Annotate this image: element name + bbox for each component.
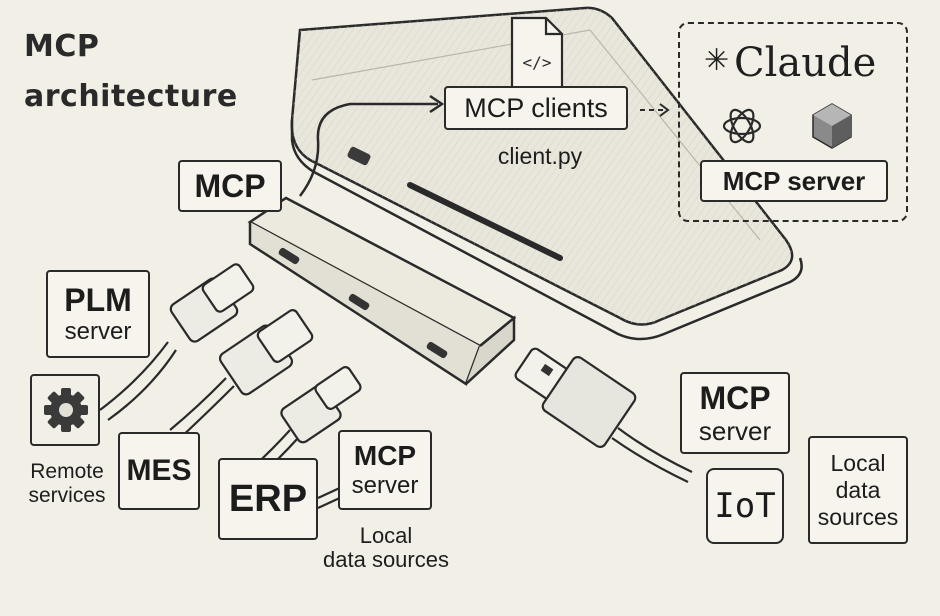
remote-services-line-1: Remote — [30, 460, 104, 483]
left-local-data-sources: Local data sources — [306, 524, 466, 572]
right-mcp-server-line-1: MCP — [699, 380, 771, 416]
mcp-hub-label: MCP — [194, 167, 266, 204]
remote-services-icon-box — [30, 374, 100, 446]
plm-label: PLM — [64, 282, 132, 318]
left-mcp-server-line-2: server — [351, 472, 419, 499]
right-mcp-server-line-2: server — [698, 416, 772, 446]
erp-box: ERP — [218, 458, 318, 540]
remote-services-line-2: services — [28, 484, 106, 507]
iot-label: IoT — [714, 486, 776, 526]
plm-server-box: PLM server — [46, 270, 150, 358]
client-filename: client.py — [497, 143, 583, 169]
right-local-data-sources-box: Local data sources — [808, 436, 908, 544]
mcp-clients-box: MCP clients — [444, 86, 628, 130]
left-local-line-1: Local — [359, 523, 413, 548]
diagram-title: MCP architecture — [24, 30, 238, 114]
right-local-line-3: sources — [817, 503, 899, 530]
hexagon-cube-icon — [812, 103, 852, 149]
mcp-hub-box: MCP — [178, 160, 282, 212]
title-line-1: MCP — [24, 29, 100, 64]
right-plug — [514, 347, 693, 483]
erp-label: ERP — [228, 477, 308, 520]
hosts-group — [678, 22, 908, 222]
claude-logo-text: Claude — [734, 40, 877, 86]
claude-star-icon: ✳ — [704, 43, 730, 78]
usb-hub-illustration — [247, 94, 517, 386]
remote-services-label: Remote services — [12, 460, 122, 508]
openai-logo-icon — [722, 108, 762, 144]
mes-label: MES — [126, 454, 192, 487]
laptop-illustration — [290, 6, 803, 341]
code-file-icon: </> — [510, 16, 564, 90]
right-mcp-server-box: MCP server — [680, 372, 790, 454]
title-line-2: architecture — [24, 79, 238, 114]
right-local-line-1: Local — [830, 449, 886, 476]
plm-sub-label: server — [64, 318, 132, 345]
host-mcp-server-label: MCP server — [722, 165, 866, 196]
host-mcp-server-box: MCP server — [700, 160, 888, 202]
right-local-line-2: data — [835, 476, 881, 503]
left-plugs — [99, 263, 362, 509]
left-mcp-server-box: MCP server — [338, 430, 432, 510]
svg-text:</>: </> — [523, 53, 552, 72]
mcp-clients-label: MCP clients — [464, 92, 608, 123]
left-mcp-server-line-1: MCP — [353, 440, 417, 471]
gear-icon — [44, 388, 88, 432]
left-local-line-2: data sources — [323, 547, 449, 572]
iot-box: IoT — [706, 468, 784, 544]
mes-box: MES — [118, 432, 200, 510]
